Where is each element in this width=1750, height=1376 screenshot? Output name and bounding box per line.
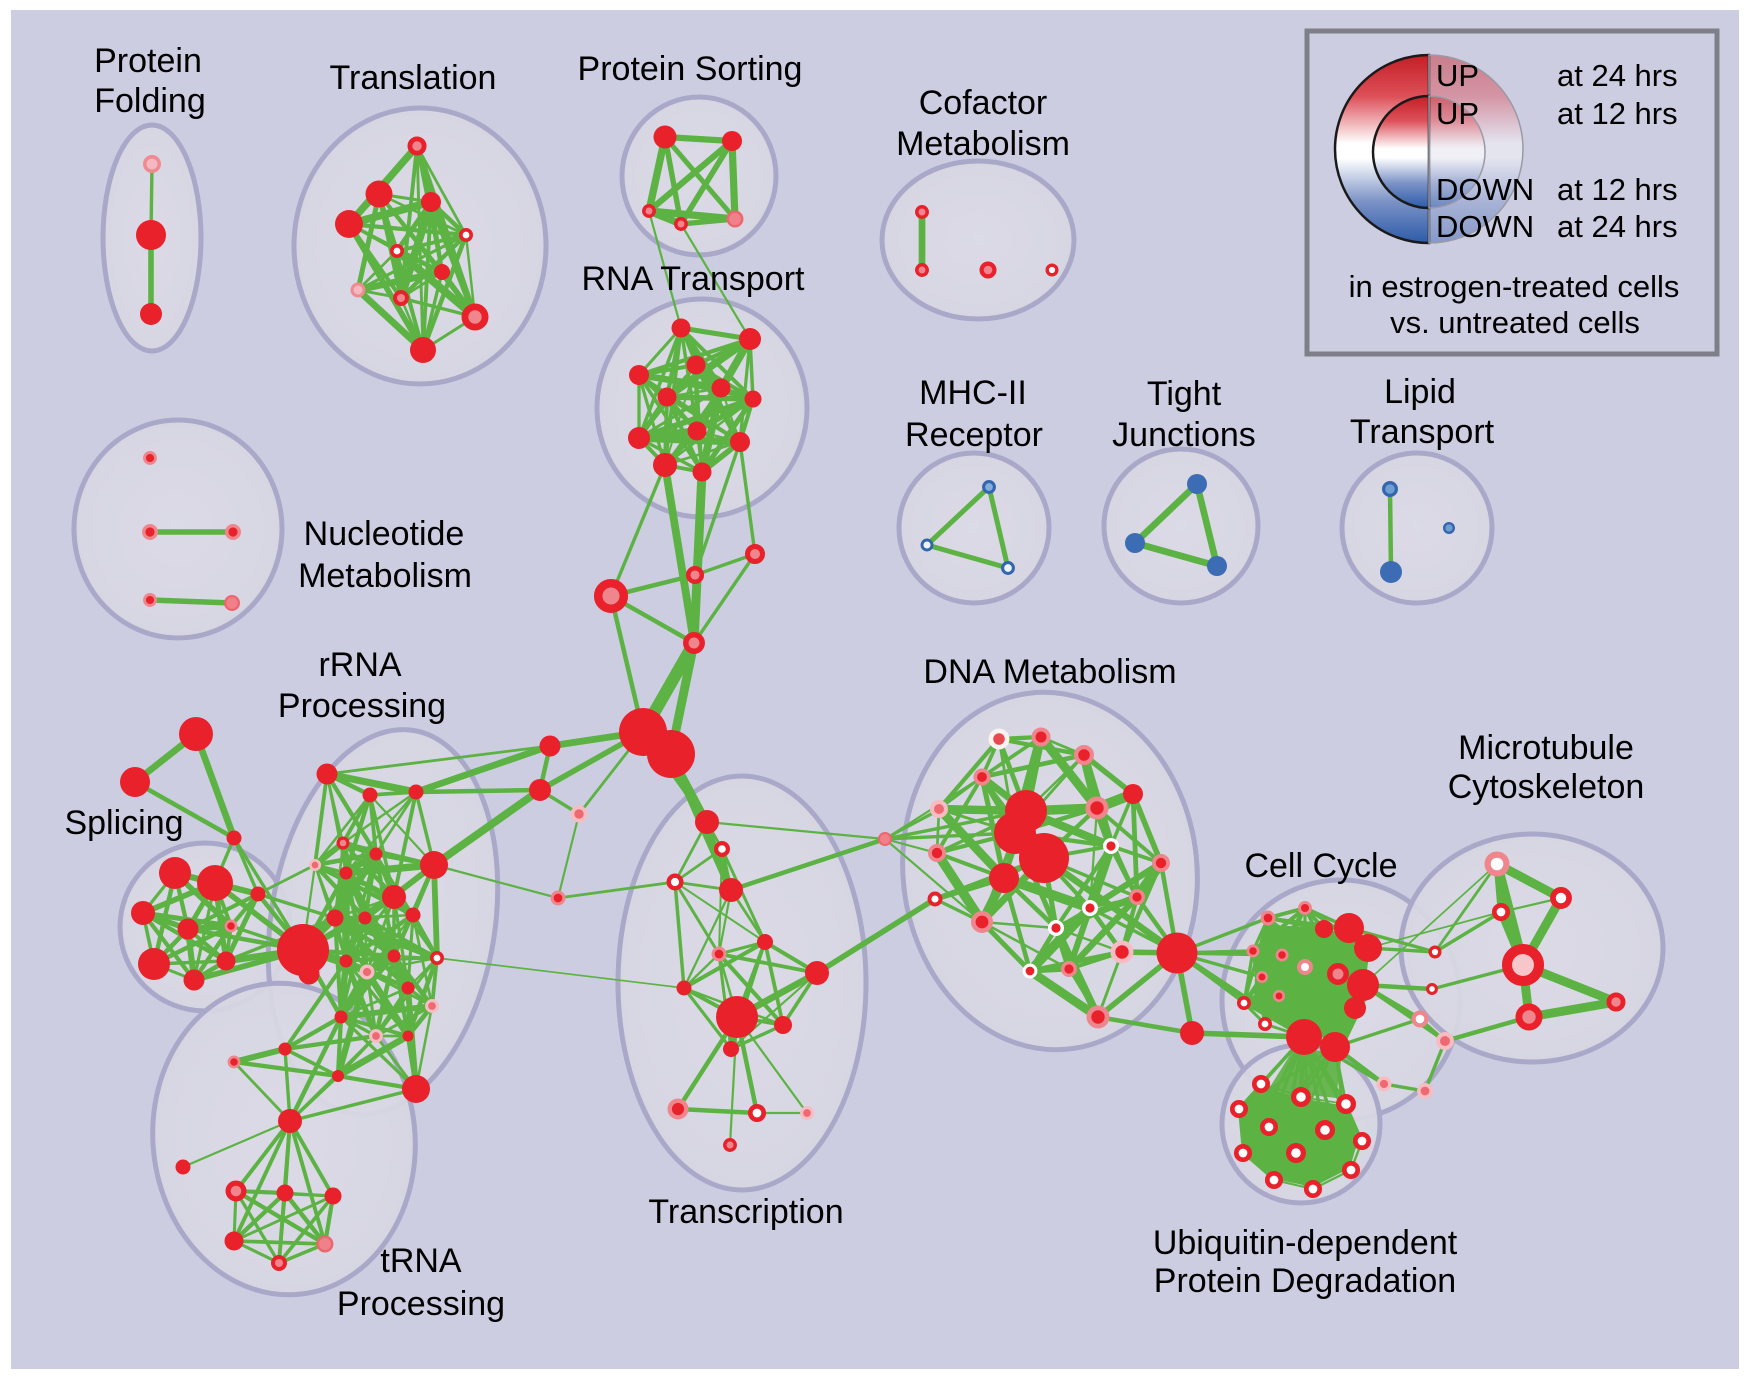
svg-text:Processing: Processing [337, 1285, 505, 1323]
svg-text:at 24 hrs: at 24 hrs [1557, 209, 1678, 244]
svg-text:Splicing: Splicing [64, 804, 183, 842]
svg-text:in estrogen-treated cells: in estrogen-treated cells [1349, 269, 1680, 304]
svg-text:Protein: Protein [94, 42, 202, 80]
svg-text:Cofactor: Cofactor [919, 84, 1048, 122]
svg-text:Folding: Folding [94, 82, 206, 120]
svg-text:Metabolism: Metabolism [298, 557, 472, 595]
svg-text:Cell Cycle: Cell Cycle [1244, 847, 1397, 885]
svg-text:Cytoskeleton: Cytoskeleton [1448, 768, 1645, 806]
svg-text:Transport: Transport [1350, 413, 1495, 451]
svg-text:at 24 hrs: at 24 hrs [1557, 58, 1678, 93]
svg-text:Receptor: Receptor [905, 416, 1043, 454]
svg-text:Nucleotide: Nucleotide [304, 515, 465, 553]
svg-text:Translation: Translation [330, 59, 497, 97]
svg-text:Protein Degradation: Protein Degradation [1154, 1262, 1456, 1300]
svg-text:Junctions: Junctions [1112, 416, 1256, 454]
svg-text:RNA Transport: RNA Transport [582, 260, 806, 298]
svg-text:UP: UP [1436, 96, 1479, 131]
svg-text:Tight: Tight [1147, 375, 1222, 413]
svg-text:at 12 hrs: at 12 hrs [1557, 96, 1678, 131]
svg-text:Processing: Processing [278, 687, 446, 725]
svg-text:tRNA: tRNA [380, 1242, 462, 1280]
svg-text:DNA Metabolism: DNA Metabolism [923, 653, 1176, 691]
svg-text:at 12 hrs: at 12 hrs [1557, 172, 1678, 207]
svg-text:Metabolism: Metabolism [896, 125, 1070, 163]
svg-text:DOWN: DOWN [1436, 209, 1534, 244]
svg-text:Microtubule: Microtubule [1458, 729, 1634, 767]
svg-text:MHC-II: MHC-II [919, 374, 1027, 412]
svg-text:DOWN: DOWN [1436, 172, 1534, 207]
svg-text:Lipid: Lipid [1384, 373, 1456, 411]
svg-text:rRNA: rRNA [318, 646, 401, 684]
svg-text:Protein Sorting: Protein Sorting [578, 50, 803, 88]
svg-text:UP: UP [1436, 58, 1479, 93]
svg-text:vs. untreated cells: vs. untreated cells [1390, 305, 1640, 340]
svg-text:Ubiquitin-dependent: Ubiquitin-dependent [1153, 1224, 1458, 1262]
svg-text:Transcription: Transcription [648, 1193, 843, 1231]
